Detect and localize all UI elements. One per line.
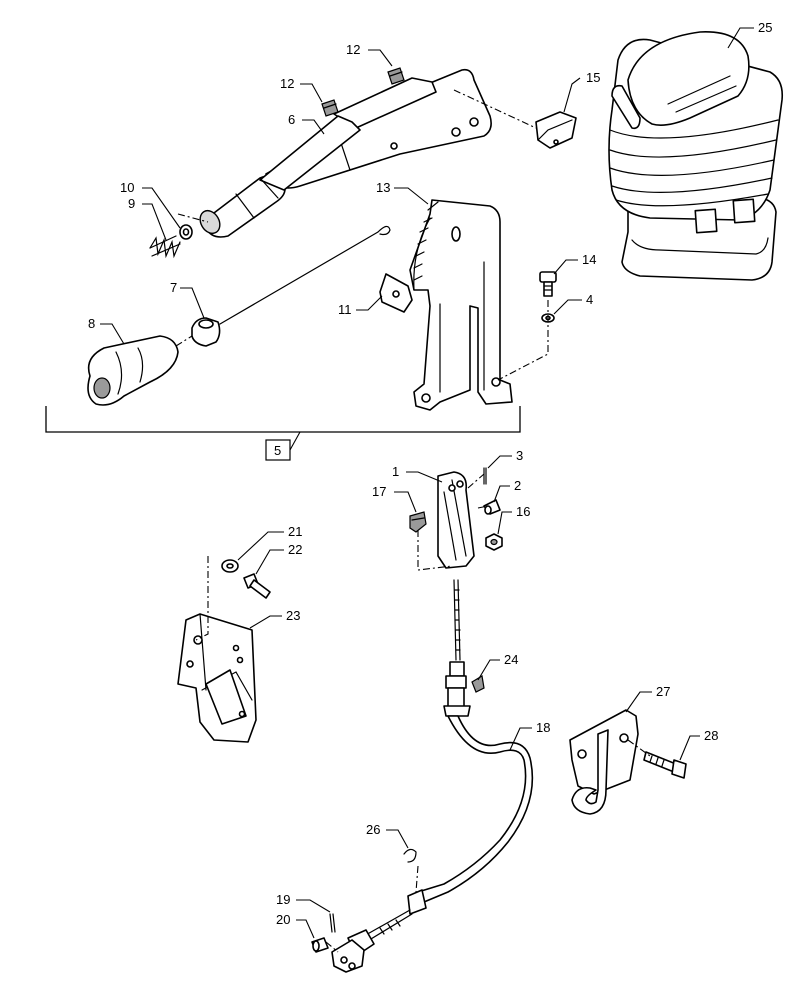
callout-6: 6 (288, 112, 295, 127)
callout-14: 14 (582, 252, 596, 267)
pin-part-2 (483, 499, 501, 515)
leader-lines (100, 27, 754, 939)
callout-28: 28 (704, 728, 718, 743)
callout-21: 21 (288, 524, 302, 539)
hand-lever-part-6 (199, 68, 492, 238)
grease-fitting-part-17 (409, 511, 427, 533)
alignment-lines (175, 89, 651, 953)
bolt-part-22 (243, 573, 271, 599)
callout-2: 2 (514, 478, 521, 493)
callout-12-lower: 12 (280, 76, 294, 91)
bracket-part-23 (177, 613, 257, 743)
callout-16: 16 (516, 504, 530, 519)
cotter-pin-part-3 (483, 467, 487, 485)
callout-8: 8 (88, 316, 95, 331)
bracket-part-27 (569, 709, 639, 815)
callout-13: 13 (376, 180, 390, 195)
callout-15: 15 (586, 70, 600, 85)
spring-part-9 (149, 235, 181, 259)
washer-part-21 (221, 559, 239, 573)
callout-24: 24 (504, 652, 518, 667)
bolt-part-28 (643, 751, 687, 779)
cotter-pin-part-19 (329, 913, 336, 933)
callout-11: 11 (338, 302, 352, 317)
clip-part-26 (403, 848, 417, 863)
callout-18: 18 (536, 720, 550, 735)
callout-1: 1 (392, 464, 399, 479)
fitting-part-24 (471, 675, 485, 693)
bolt-part-14 (539, 271, 557, 297)
rubber-boot-part-25 (608, 31, 784, 281)
grip-part-8 (87, 335, 179, 406)
brake-cable-part-18 (331, 579, 534, 973)
callout-20: 20 (276, 912, 290, 927)
clip-part-11 (379, 273, 413, 313)
callout-26: 26 (366, 822, 380, 837)
callout-labels: 12 12 6 10 9 7 8 11 13 15 25 14 4 5 1 3 … (88, 20, 772, 927)
clevis-part-1 (437, 471, 475, 569)
callout-9: 9 (128, 196, 135, 211)
callout-19: 19 (276, 892, 290, 907)
callout-7: 7 (170, 280, 177, 295)
pin-part-20 (311, 937, 329, 953)
callout-3: 3 (516, 448, 523, 463)
callout-17: 17 (372, 484, 386, 499)
assembly-bracket (45, 406, 521, 461)
nut-part-16 (485, 533, 503, 551)
release-rod-part-7 (191, 225, 391, 347)
ratchet-bracket-part-13 (409, 199, 513, 411)
callout-4: 4 (586, 292, 593, 307)
callout-box-5 (265, 439, 291, 461)
plug-part-12-lower (321, 99, 339, 117)
plug-part-12-upper (387, 67, 405, 85)
callout-5: 5 (274, 443, 281, 458)
bracket-part-15 (535, 111, 577, 149)
callout-23: 23 (286, 608, 300, 623)
washer-part-10 (179, 224, 193, 240)
callout-22: 22 (288, 542, 302, 557)
callout-12-upper: 12 (346, 42, 360, 57)
callout-27: 27 (656, 684, 670, 699)
callout-10: 10 (120, 180, 134, 195)
callout-25: 25 (758, 20, 772, 35)
